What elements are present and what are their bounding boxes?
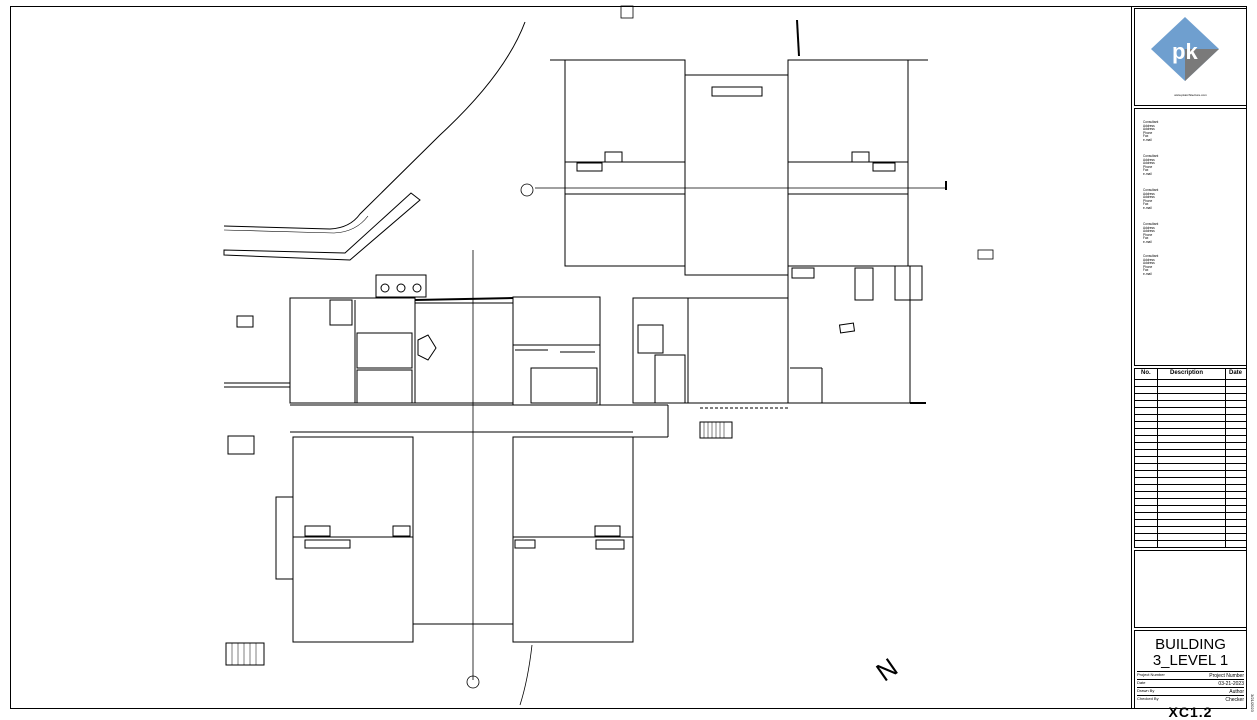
admin-suite — [512, 296, 601, 406]
revision-row-line — [1135, 400, 1246, 401]
revision-row-line — [1135, 386, 1246, 387]
revision-row-line — [1135, 414, 1246, 415]
walkway — [223, 192, 421, 261]
north-arrow: N — [870, 652, 903, 687]
revision-row-line — [1135, 442, 1246, 443]
revision-row-line — [1135, 421, 1246, 422]
revision-row-line — [1135, 540, 1246, 541]
logo-url: www.pkarchitecture.com — [1174, 93, 1207, 97]
corridor-east — [687, 297, 789, 404]
revision-row-line — [1135, 470, 1246, 471]
road-edge-outer — [223, 21, 526, 230]
floor-plan-drawing: N — [223, 5, 994, 706]
media-room — [414, 302, 514, 404]
revisions-table: No. Description Date — [1134, 368, 1247, 548]
revision-row-line — [1135, 512, 1246, 513]
svg-text:pk: pk — [1172, 39, 1198, 64]
side-date-label: 3/21/2023 — [1250, 694, 1255, 712]
restroom-east — [894, 265, 923, 301]
revision-row-line — [1135, 435, 1246, 436]
drawing-sheet-border — [10, 6, 1247, 709]
revision-row-line — [1135, 456, 1246, 457]
title-block: pk www.pkarchitecture.com Consultant Add… — [1131, 6, 1248, 720]
revision-row-line — [1135, 463, 1246, 464]
revision-row-line — [1135, 526, 1246, 527]
sheet-number: XC1.2 — [1168, 704, 1213, 720]
revision-row-line — [1135, 505, 1246, 506]
sheet-title-line-2: 3_LEVEL 1 — [1152, 652, 1229, 669]
revision-row-line — [1135, 519, 1246, 520]
rev-col-date: Date — [1229, 370, 1243, 376]
logo-panel: pk www.pkarchitecture.com — [1134, 8, 1247, 106]
revision-row-line — [1135, 498, 1246, 499]
restrooms-central — [632, 297, 689, 404]
multipurpose-room — [787, 265, 911, 404]
rev-col-description: Description — [1170, 370, 1204, 376]
casework — [711, 86, 763, 97]
revision-row-line — [1135, 533, 1246, 534]
revision-row-line — [1135, 491, 1246, 492]
revision-row-line — [1135, 484, 1246, 485]
rev-col-no: No. — [1141, 370, 1151, 376]
revision-row-line — [1135, 379, 1246, 380]
revision-row-line — [1135, 477, 1246, 478]
corridor-north — [684, 74, 789, 276]
pk-logo: pk — [1151, 17, 1219, 81]
revision-row-line — [1135, 428, 1246, 429]
stair-west — [225, 642, 265, 666]
revision-row-line — [1135, 407, 1246, 408]
revision-row-line — [1135, 393, 1246, 394]
stamp-area — [1134, 550, 1247, 628]
revision-row-line — [1135, 449, 1246, 450]
sheet-title-line-1: BUILDING — [1155, 636, 1226, 653]
mechanical-units — [375, 274, 427, 298]
